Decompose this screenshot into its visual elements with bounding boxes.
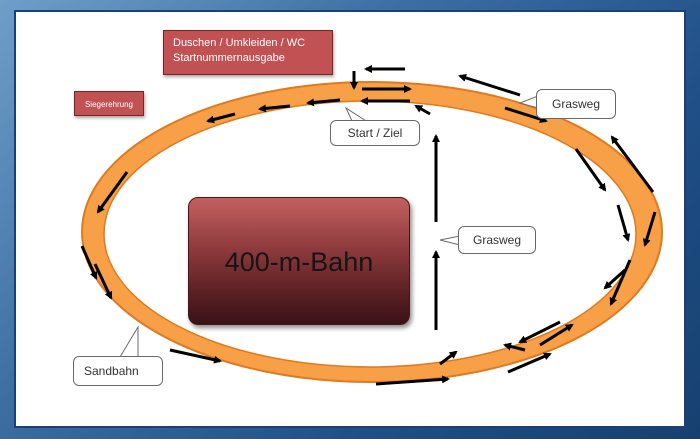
track-400m-box: 400-m-Bahn — [188, 197, 410, 325]
service-building-label: Duschen / Umkleiden / WC Startnummernaus… — [173, 37, 306, 64]
arrow-icon — [414, 104, 431, 116]
arrow-icon — [574, 148, 607, 192]
arrow-icon — [610, 135, 655, 193]
start-finish-callout: Start / Ziel — [330, 120, 420, 146]
grass-path-label-top: Grasweg — [551, 97, 601, 111]
award-ceremony-box: Siegerehrung — [74, 91, 144, 116]
arrow-icon — [375, 375, 450, 386]
grass-path-callout-middle: Grasweg — [458, 226, 536, 254]
arrow-icon — [93, 263, 113, 300]
arrow-icon — [306, 98, 341, 107]
arrow-icon — [503, 342, 526, 352]
award-ceremony-label: Siegerehrung — [84, 100, 134, 109]
route-arrows — [80, 65, 657, 386]
arrow-icon — [169, 348, 222, 364]
arrow-icon — [518, 320, 561, 344]
arrow-icon — [96, 171, 129, 214]
track-400m-label: 400-m-Bahn — [224, 247, 374, 277]
grass-path-label-middle: Grasweg — [472, 233, 522, 247]
grass-path-callout-top: Grasweg — [536, 89, 616, 119]
sand-track-callout: Sandbahn — [73, 356, 163, 386]
arrow-icon — [258, 104, 291, 113]
arrow-icon — [609, 259, 632, 306]
service-building-box: Duschen / Umkleiden / WC Startnummernaus… — [163, 30, 333, 75]
sand-track-label: Sandbahn — [84, 364, 139, 378]
arrow-icon — [507, 352, 552, 374]
start-finish-label: Start / Ziel — [347, 126, 403, 140]
arrow-icon — [603, 268, 627, 290]
arrow-icon — [616, 204, 631, 242]
arrow-icon — [439, 350, 458, 366]
arrow-icon — [80, 245, 98, 280]
arrow-icon — [458, 73, 521, 97]
arrow-icon — [539, 323, 574, 347]
arrow-icon — [642, 211, 657, 247]
arrow-icon — [206, 112, 236, 124]
arrow-icon — [504, 106, 548, 123]
